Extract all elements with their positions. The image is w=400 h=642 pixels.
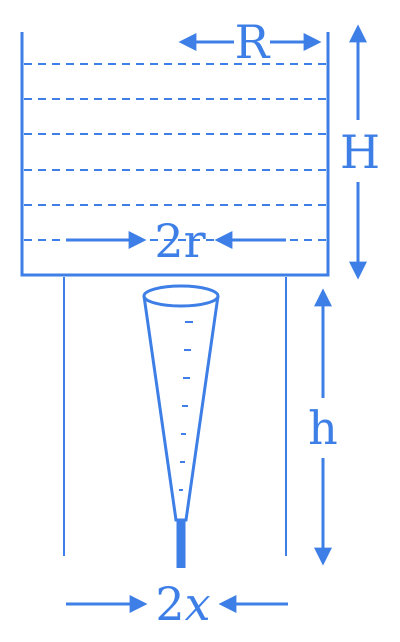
stream-top-ellipse [142, 284, 220, 308]
stream-dashes [179, 321, 193, 491]
label-2x-variable: x [185, 577, 211, 631]
label-2x-coefficient: 2 [155, 577, 184, 631]
label-R: R [235, 15, 271, 69]
label-2r: 2r [154, 214, 205, 268]
tank-outline [20, 32, 330, 277]
label-2x: 2x [155, 577, 210, 631]
label-H: H [340, 125, 380, 179]
label-h: h [308, 401, 338, 455]
stream-cone [142, 295, 220, 522]
